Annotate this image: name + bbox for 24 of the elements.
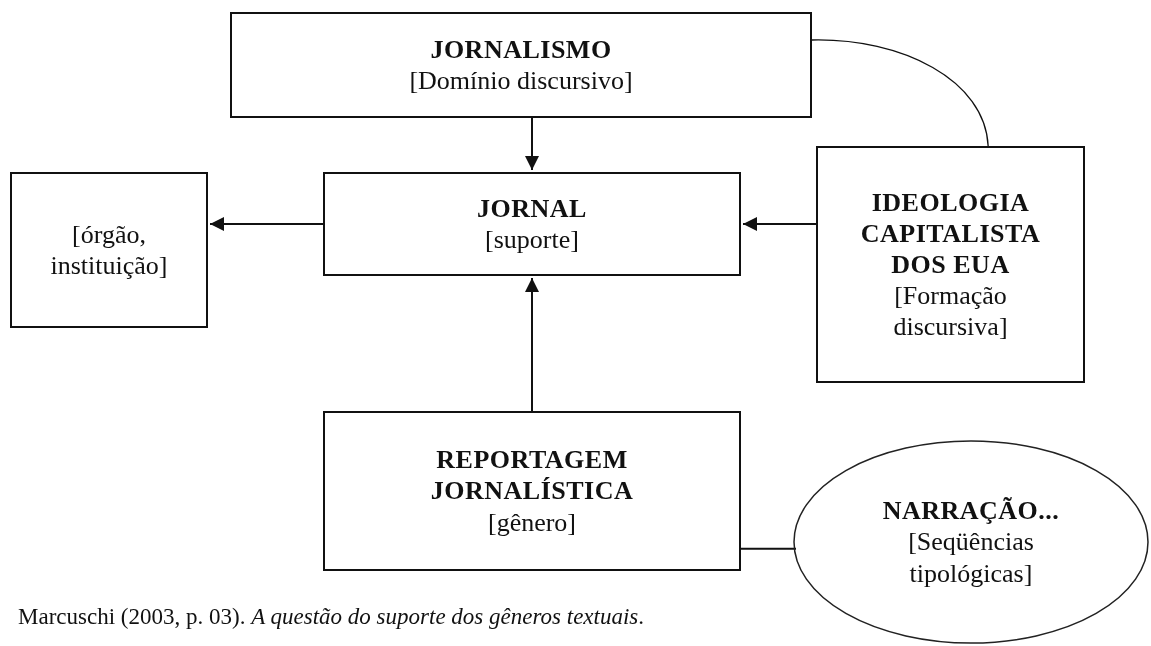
concept-box: [230, 12, 812, 118]
node-label: [gênero]: [487, 506, 577, 538]
node-label: [Formação discursiva]: [892, 280, 1009, 343]
node-heading: IDEOLOGIA CAPITALISTA DOS EUA: [859, 186, 1042, 281]
caption: Marcuschi (2003, p. 03). A questão do suporte dos gêneros textuais.: [18, 604, 645, 630]
connector-line: [740, 547, 797, 550]
node-label: [suporte]: [485, 224, 579, 256]
node-heading: REPORTAGEM JORNALÍSTICA: [429, 444, 635, 507]
node-label: [Domínio discursivo]: [409, 65, 633, 97]
ellipse-node: [793, 440, 1149, 644]
connector-line: [811, 39, 989, 147]
concept-box: [323, 172, 741, 276]
arrow: [525, 117, 539, 171]
arrow: [742, 217, 817, 231]
node-heading: NARRAÇÃO...: [882, 495, 1060, 527]
node-label: [Seqüências tipológicas]: [907, 526, 1035, 589]
arrow: [209, 217, 324, 231]
concept-box: [323, 411, 741, 571]
node-heading: JORNALISMO: [430, 33, 612, 65]
concept-box: [10, 172, 208, 328]
node-label: [órgão, instituição]: [49, 218, 169, 282]
arrow: [525, 277, 539, 412]
node-heading: JORNAL: [477, 192, 587, 224]
concept-box: [816, 146, 1085, 383]
